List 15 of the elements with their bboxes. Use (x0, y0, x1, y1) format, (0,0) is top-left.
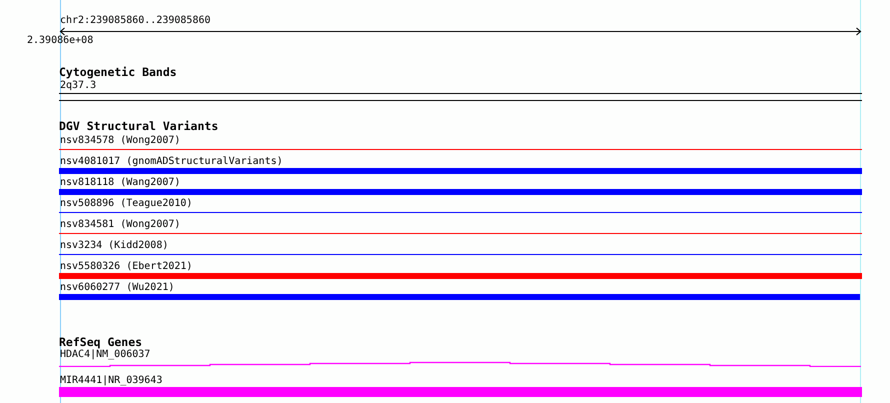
track-title: Cytogenetic Bands (59, 66, 177, 79)
feature-label: nsv508896 (Teague2010) (59, 198, 192, 209)
feature-label: nsv834581 (Wong2007) (59, 219, 180, 230)
feature-label: nsv818118 (Wang2007) (59, 177, 180, 188)
feature-label: MIR4441|NR_039643 (59, 375, 162, 386)
feature-label: nsv5580326 (Ebert2021) (59, 261, 192, 272)
feature-label: nsv6060277 (Wu2021) (59, 282, 174, 293)
track-title: DGV Structural Variants (59, 120, 218, 133)
scale-tick-label: 2.39086e+08 (27, 35, 94, 46)
feature-label: nsv4081017 (gnomADStructuralVariants) (59, 156, 283, 167)
feature-label: HDAC4|NM_006037 (59, 349, 150, 360)
coordinate-label: chr2:239085860..239085860 (60, 15, 211, 26)
feature-label: nsv834578 (Wong2007) (59, 135, 180, 146)
feature-label: 2q37.3 (59, 80, 96, 91)
feature-label: nsv3234 (Kidd2008) (59, 240, 168, 251)
